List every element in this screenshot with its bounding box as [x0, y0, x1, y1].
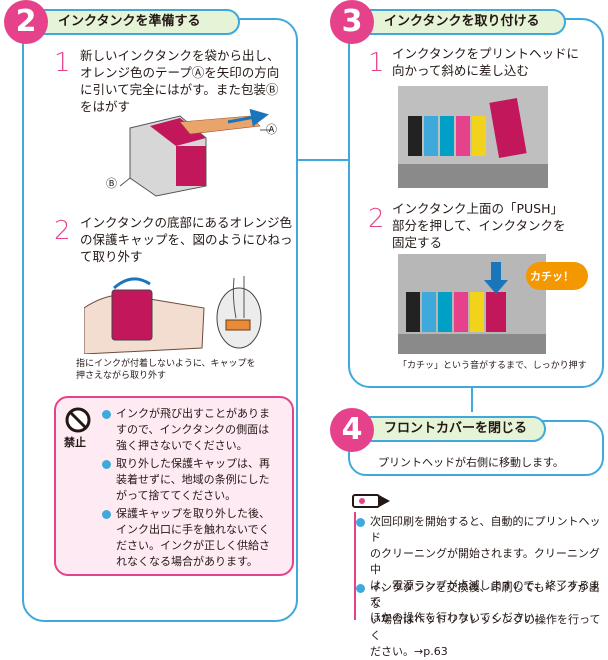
label-b: Ⓑ: [106, 177, 117, 190]
step2-sub1-text: 新しいインクタンクを袋から出し、 オレンジ色のテープⒶを矢印の方向 に引いて完全…: [80, 48, 280, 114]
step2-sub2-number: 2: [54, 216, 71, 246]
click-burst: [526, 262, 588, 290]
step3-number-badge: 3: [330, 0, 374, 44]
cap-removal-illustration: [84, 275, 262, 354]
page-reference-link[interactable]: ださい。→p.63: [370, 645, 448, 658]
warning-item: インクが飛び出すことがありますので、インクタンクの側面は強く押さないでください。: [102, 406, 291, 454]
insert-tank-photo: [398, 86, 548, 188]
step3-sub2-number: 2: [368, 204, 385, 234]
step4-title: フロントカバーを閉じる: [384, 421, 528, 436]
click-label: カチッ！: [530, 270, 574, 283]
step2-sub1-number: 1: [54, 48, 71, 78]
note-item: 次回印刷を開始すると、自動的にプリントヘッドのクリーニングが開始されます。クリー…: [356, 514, 606, 626]
step2-title: インクタンクを準備する: [58, 14, 201, 29]
ink-tank-tape-illustration: [119, 108, 272, 197]
note-item: インクタンクを交換後、印刷してもインクが出ない場合はヘッドリフレッシングの操作を…: [356, 580, 606, 660]
step2-sub2-text: インクタンクの底部にあるオレンジ色 の保護キャップを、図のようにひねっ て取り外…: [80, 215, 293, 264]
step3-title-bar: インクタンクを取り付ける: [358, 9, 566, 35]
step2-caption: 指にインクが付着しないように、キャップを 押さえながら取り外す: [76, 359, 256, 381]
push-tank-photo: [398, 254, 546, 354]
warning-box: [54, 396, 294, 576]
step4-title-bar: フロントカバーを閉じる: [358, 416, 546, 442]
step3-caption: 「カチッ」という音がするまで、しっかり押す: [398, 361, 587, 371]
warning-item: 保護キャップを取り外した後、インク出口に手を触れないでください。インクが正しく供…: [102, 506, 291, 570]
step2-title-bar: インクタンクを準備する: [30, 9, 240, 35]
prohibition-icon: [65, 407, 91, 433]
step4-body: プリントヘッドが右側に移動します。: [378, 456, 564, 469]
warning-label: 禁止: [64, 436, 86, 449]
notes-rule: [354, 512, 356, 620]
flow-connectors: [296, 159, 473, 412]
step3-sub1-number: 1: [368, 48, 385, 78]
step3-sub1-text: インクタンクをプリントヘッドに 向かって斜めに差し込む: [392, 46, 580, 78]
step2-number-badge: 2: [4, 0, 48, 44]
step3-title: インクタンクを取り付ける: [384, 14, 540, 29]
memo-pencil-icon: [352, 494, 390, 508]
step3-sub2-text: インクタンク上面の「PUSH」 部分を押して、インクタンクを 固定する: [392, 201, 566, 250]
label-a: Ⓐ: [266, 123, 277, 136]
step4-number-badge: 4: [330, 408, 374, 452]
warning-item: 取り外した保護キャップは、再装着せずに、地域の条例にしたがって捨ててください。: [102, 456, 291, 504]
